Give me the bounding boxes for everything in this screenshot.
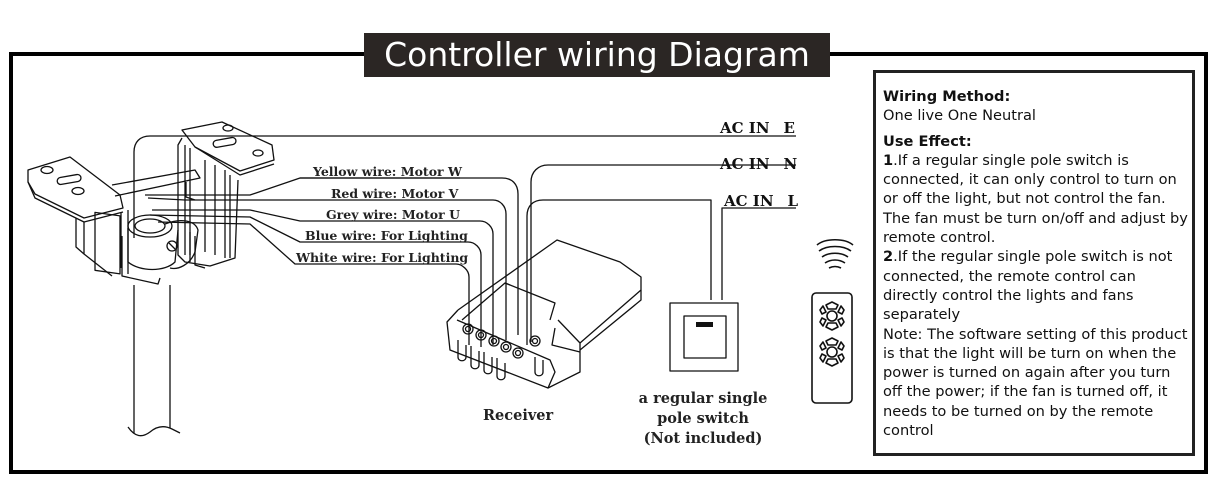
ac-in-l-wire xyxy=(721,207,796,300)
motor-wires xyxy=(145,177,519,347)
use-effect-heading: Use Effect: xyxy=(883,132,972,150)
remote-control-icon xyxy=(811,292,853,404)
wiring-method-heading: Wiring Method: xyxy=(883,88,1011,105)
use-effect-point-2: 2.If the regular single pole switch is n… xyxy=(883,248,1173,324)
wire-label-white: White wire: For Lighting xyxy=(295,250,468,265)
receiver xyxy=(446,239,642,389)
ac-in-e-wire xyxy=(133,135,796,238)
use-effect-point-1: 1.If a regular single pole switch is con… xyxy=(883,151,1188,247)
mounting-bracket xyxy=(27,121,275,285)
wireless-signal-icon xyxy=(816,238,854,269)
switch-toggle xyxy=(696,322,713,327)
note-text: Note: The software setting of this produ… xyxy=(883,325,1188,440)
receiver-label: Receiver xyxy=(483,407,553,424)
switch-label-line-2: pole switch xyxy=(657,410,749,427)
switch-live-wire xyxy=(526,199,712,345)
wiring-method-text: One live One Neutral xyxy=(883,107,1036,125)
ac-in-n-wire xyxy=(530,164,796,342)
wire-label-blue: Blue wire: For Lighting xyxy=(305,228,468,243)
wire-label-yellow: Yellow wire: Motor W xyxy=(312,164,463,179)
wire-label-grey: Grey wire: Motor U xyxy=(326,207,460,222)
info-panel: Wiring Method: One live One Neutral Use … xyxy=(873,70,1195,456)
downrod-pole xyxy=(127,285,181,437)
diagram-title: Controller wiring Diagram xyxy=(364,33,830,77)
switch-label-line-1: a regular single xyxy=(639,390,768,407)
wall-switch xyxy=(669,302,739,372)
wire-label-red: Red wire: Motor V xyxy=(331,186,459,201)
switch-label-line-3: (Not included) xyxy=(644,430,763,447)
